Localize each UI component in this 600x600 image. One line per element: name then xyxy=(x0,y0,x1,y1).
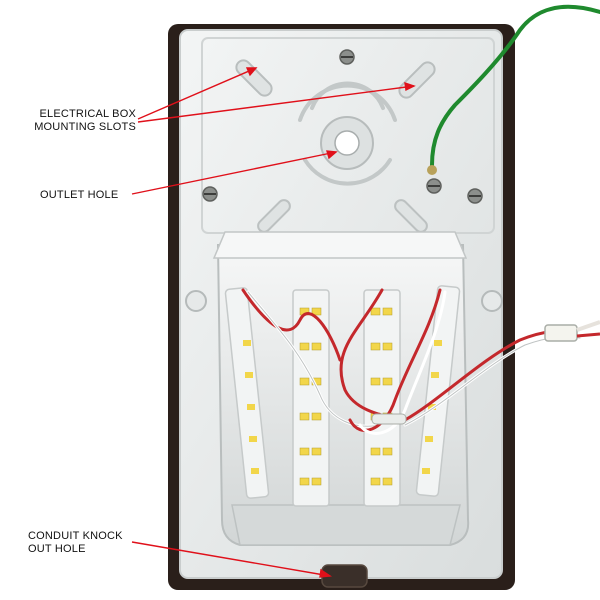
mounting-tab-right xyxy=(481,290,503,312)
ground-wire-terminal xyxy=(427,165,437,175)
ground-wire xyxy=(430,4,600,167)
mounting-slot-lower-left xyxy=(257,199,291,233)
led-strip-1 xyxy=(224,287,270,499)
led-housing-bottom-bevel xyxy=(231,504,461,546)
label-conduit-line1: CONDUIT KNOCK xyxy=(28,530,123,542)
led-housing-top xyxy=(212,231,468,259)
label-conduit-line2: OUT HOLE xyxy=(28,543,86,555)
mounting-slot-left xyxy=(235,59,273,97)
screw-right xyxy=(467,188,483,204)
screw-top xyxy=(339,49,355,65)
knockout-rings xyxy=(298,81,397,186)
led-strip-4 xyxy=(415,285,461,497)
label-mounting-line2: MOUNTING SLOTS xyxy=(34,121,136,133)
label-outlet-text: OUTLET HOLE xyxy=(40,189,119,201)
wire-splice xyxy=(371,413,407,425)
pointer-lines xyxy=(131,67,416,578)
screw-left xyxy=(202,186,218,202)
label-mounting-line1: ELECTRICAL BOX xyxy=(39,108,136,120)
wire-connector xyxy=(544,320,600,342)
led-strip-2 xyxy=(292,289,330,507)
ground-screw xyxy=(426,178,442,194)
label-outlet-hole: OUTLET HOLE xyxy=(40,189,118,202)
mounting-tab-left xyxy=(185,290,207,312)
label-electrical-box-mounting-slots: ELECTRICAL BOX MOUNTING SLOTS xyxy=(12,108,136,134)
label-conduit-knockout: CONDUIT KNOCK OUT HOLE xyxy=(28,530,123,556)
outlet-hole xyxy=(320,116,374,170)
mounting-slot-lower-right xyxy=(394,199,428,233)
